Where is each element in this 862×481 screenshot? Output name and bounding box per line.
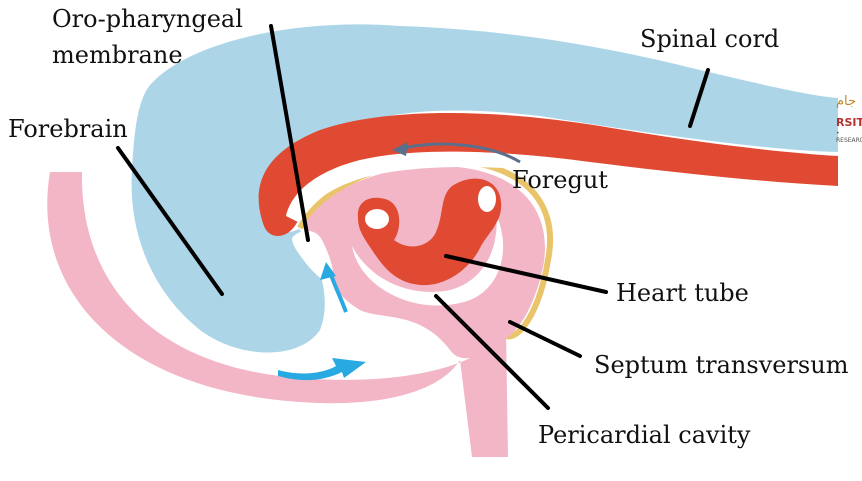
watermark-sub: • RESEARCH	[836, 130, 862, 144]
pericardial-cavity-shape	[352, 214, 504, 306]
watermark-text: RSITY	[836, 116, 862, 129]
label-foregut: Foregut	[512, 166, 608, 194]
foregut-arrowhead	[392, 142, 408, 156]
label-spinal-cord: Spinal cord	[640, 25, 780, 53]
label-heart-tube: Heart tube	[616, 279, 749, 307]
leader-pericardial-cavity	[434, 294, 550, 410]
leader-spinal-cord	[688, 68, 710, 128]
leader-oro-pharyngeal	[269, 24, 310, 242]
flow-arrowhead-small	[320, 262, 336, 280]
label-septum-transversum: Septum transversum	[594, 351, 849, 379]
leader-forebrain	[116, 146, 224, 296]
heart-tube-lumen-left	[365, 209, 389, 229]
label-oro-pharyngeal-line2: membrane	[52, 41, 183, 69]
flow-arrow-icon	[278, 358, 366, 381]
leader-heart-tube	[444, 254, 608, 294]
foregut-endoderm	[258, 113, 838, 236]
label-oro-pharyngeal-line1: Oro-pharyngeal	[52, 5, 243, 33]
label-pericardial-cavity: Pericardial cavity	[538, 421, 751, 449]
neural-tube	[131, 24, 838, 353]
label-forebrain: Forebrain	[8, 115, 128, 143]
leader-septum-transversum	[508, 320, 582, 358]
foregut-direction-arrow-icon	[403, 142, 521, 164]
foregut-lumen	[286, 151, 838, 222]
amnion-band	[47, 172, 509, 457]
heart-tube-lumen-right	[478, 186, 496, 212]
watermark-arabic: جام	[836, 94, 857, 109]
